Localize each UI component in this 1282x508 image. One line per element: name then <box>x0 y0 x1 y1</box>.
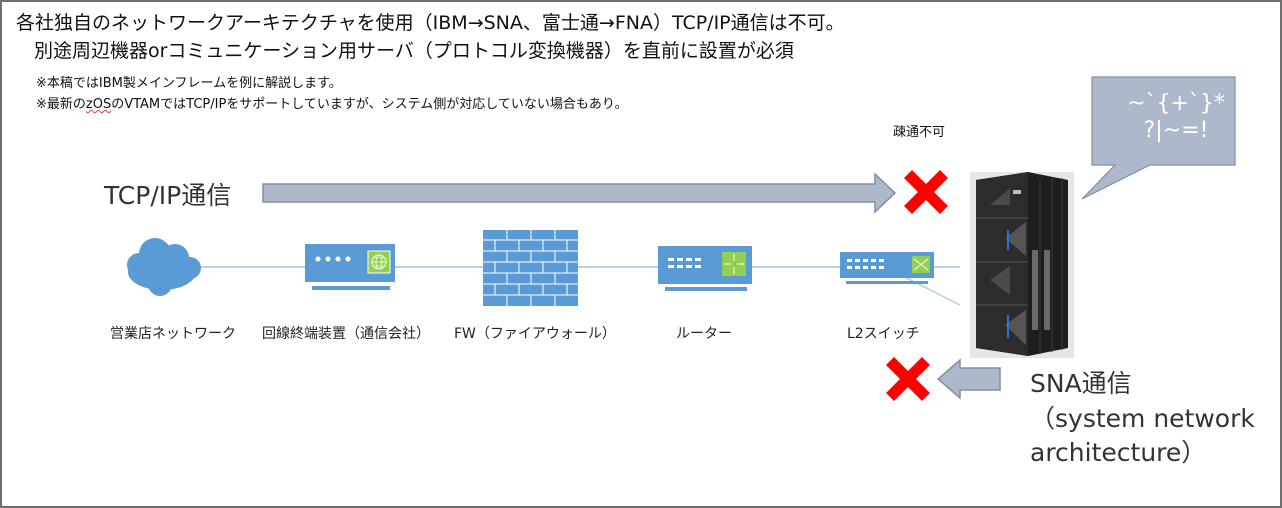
header-line-2: 別途周辺機器orコミュニケーション用サーバ（プロトコル変換機器）を直前に設置が必… <box>34 40 794 62</box>
note-1: ※本稿ではIBM製メインフレームを例に解説します。 <box>36 76 342 91</box>
ibm-mainframe-icon <box>970 172 1074 358</box>
device-label-firewall: FW（ファイアウォール） <box>454 326 616 342</box>
device-label-l2-switch: L2スイッチ <box>847 326 920 342</box>
firewall-icon <box>483 230 578 306</box>
cloud-icon <box>127 238 201 296</box>
note-2: ※最新のzOSのVTAMではTCP/IPをサポートしていますが、システム側が対応… <box>36 93 628 112</box>
spellcheck-flagged-word: zOS <box>85 97 112 112</box>
sna-description-line-1: （system network <box>1030 404 1255 433</box>
device-label-branch-network: 営業店ネットワーク <box>110 326 236 342</box>
blocked-cross-icon <box>886 357 930 401</box>
blocked-label: 疎通不可 <box>893 125 946 140</box>
speech-bubble-text: ~`{+`}* ?|~=! <box>1127 91 1225 143</box>
sna-description-line-2: architecture） <box>1030 438 1207 467</box>
switch-icon <box>840 252 934 284</box>
device-label-line-terminal: 回線終端装置（通信会社） <box>262 326 430 342</box>
sna-label: SNA通信 <box>1030 369 1132 398</box>
note-2-suffix: のVTAMではTCP/IPをサポートしていますが、システム側が対応していない場合… <box>111 97 628 112</box>
modem-icon <box>305 244 395 290</box>
header-line-1: 各社独自のネットワークアーキテクチャを使用（IBM→SNA、富士通→FNA）TC… <box>16 12 845 34</box>
sna-arrow-left-icon <box>936 358 1001 400</box>
tcp-arrow-right-icon <box>262 172 897 214</box>
tcp-ip-label: TCP/IP通信 <box>104 181 232 210</box>
device-label-router: ルーター <box>676 326 732 342</box>
note-2-prefix: ※最新の <box>36 97 86 112</box>
blocked-cross-icon <box>904 170 948 214</box>
router-icon <box>658 246 752 291</box>
speech-bubble <box>1081 76 1236 200</box>
